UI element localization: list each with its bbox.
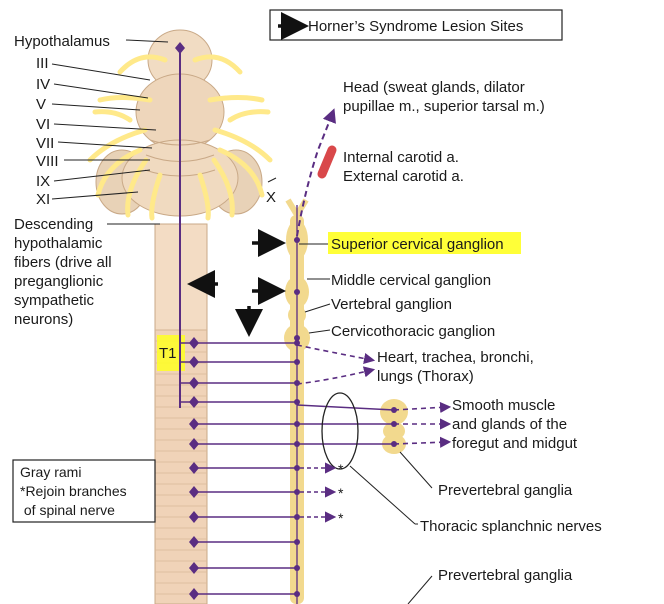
asterisk-1: * [338, 461, 344, 477]
svg-text:Descending: Descending [14, 216, 93, 233]
preganglionic-neuron-icon [189, 356, 199, 368]
rami-lines [180, 337, 297, 600]
label-head-1: Head (sweat glands, dilator [343, 79, 525, 96]
label-smooth-1: Smooth muscle [452, 397, 555, 414]
label-superior-cervical: Superior cervical ganglion [331, 236, 504, 253]
label-head-2: pupillae m., superior tarsal m.) [343, 98, 545, 115]
label-prevertebral-1: Prevertebral ganglia [438, 482, 573, 499]
hypothalamus-neuron-icon [175, 42, 185, 54]
superior-cervical-highlight [328, 232, 521, 254]
label-vertebral: Vertebral ganglion [331, 296, 452, 313]
ganglion-node [294, 237, 300, 243]
preganglionic-neuron-icon [189, 588, 199, 600]
lesion-arrows [187, 229, 286, 337]
asterisk-2: * [338, 485, 344, 501]
label-descending-fibers: Descending hypothalamic fibers (drive al… [14, 216, 112, 328]
preganglionic-neuron-icon [189, 462, 199, 474]
carotid-artery [317, 145, 337, 179]
splanchnic-nerves-outline [321, 392, 359, 470]
svg-text:fibers (drive all: fibers (drive all [14, 254, 112, 271]
preganglionic-neuron-icon [189, 438, 199, 450]
asterisk-3: * [338, 510, 344, 526]
head-path [296, 108, 336, 237]
label-splanchnic: Thoracic splanchnic nerves [420, 518, 602, 535]
thorax-path-1 [296, 344, 376, 365]
svg-text:neurons): neurons) [14, 311, 73, 328]
gray-rami-arrows [300, 462, 337, 523]
svg-text:hypothalamic: hypothalamic [14, 235, 103, 252]
legend: Horner’s Syndrome Lesion Sites [269, 9, 563, 41]
label-cn-v: V [36, 96, 46, 113]
ganglion-node [294, 335, 300, 341]
label-thorax-1: Heart, trachea, bronchi, [377, 349, 534, 366]
label-cervicothoracic: Cervicothoracic ganglion [331, 323, 495, 340]
label-cn-xi: XI [36, 191, 50, 208]
ganglion-node [294, 289, 300, 295]
svg-text:sympathetic: sympathetic [14, 292, 95, 309]
preganglionic-neuron-icon [189, 486, 199, 498]
label-cn-vii: VII [36, 135, 54, 152]
label-cn-ix: IX [36, 173, 50, 190]
label-cn-iii: III [36, 55, 49, 72]
prevertebral-ganglia-upper [296, 399, 452, 454]
label-cn-viii: VIII [36, 153, 59, 170]
label-internal-carotid: Internal carotid a. [343, 149, 459, 166]
label-thorax-2: lungs (Thorax) [377, 368, 474, 385]
svg-text:*Rejoin branches: *Rejoin branches [20, 483, 127, 499]
preganglionic-neuron-icon [189, 418, 199, 430]
preganglionic-neuron-icon [189, 536, 199, 548]
label-smooth-3: foregut and midgut [452, 435, 578, 452]
preganglionic-neuron-icon [189, 396, 199, 408]
label-smooth-2: and glands of the [452, 416, 567, 433]
label-hypothalamus: Hypothalamus [14, 33, 110, 50]
cranial-nerve-fibers [87, 54, 273, 221]
spinal-segment-lines [155, 329, 207, 595]
leader-lines [51, 39, 433, 604]
preganglionic-neuron-icon [189, 377, 199, 389]
svg-text:Gray rami: Gray rami [20, 464, 81, 480]
label-cn-iv: IV [36, 76, 50, 93]
label-middle-cervical: Middle cervical ganglion [331, 272, 491, 289]
svg-text:of spinal nerve: of spinal nerve [20, 502, 115, 518]
preganglionic-neuron-icon [189, 337, 199, 349]
svg-text:preganglionic: preganglionic [14, 273, 104, 290]
legend-text: Horner’s Syndrome Lesion Sites [308, 18, 523, 35]
label-external-carotid: External carotid a. [343, 168, 464, 185]
label-cn-x: X [266, 189, 276, 206]
label-t1: T1 [159, 345, 177, 362]
label-cn-vi: VI [36, 116, 50, 133]
preganglionic-neuron-icon [189, 511, 199, 523]
gray-rami-box: Gray rami *Rejoin branches of spinal ner… [12, 459, 156, 523]
thorax-path-2 [296, 366, 376, 385]
preganglionic-neuron-icon [189, 562, 199, 574]
label-prevertebral-2: Prevertebral ganglia [438, 567, 573, 584]
